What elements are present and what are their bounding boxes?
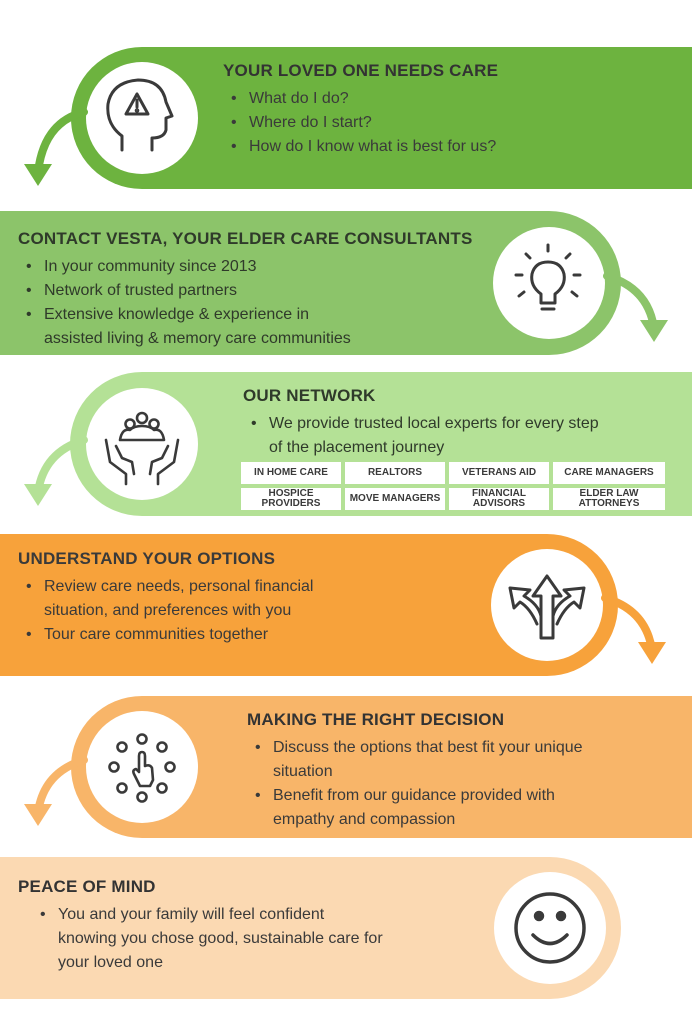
step3-bullets: We provide trusted local experts for eve… (243, 412, 599, 460)
step3-title: OUR NETWORK (243, 386, 376, 405)
head-alert-icon (106, 78, 174, 152)
step4-bullets: Review care needs, personal financial si… (18, 575, 313, 647)
list-item-continuation: of the placement journey (269, 439, 445, 456)
list-item: You and your family will feel confident (18, 903, 383, 927)
three-way-arrows-icon (508, 574, 586, 640)
hands-people-icon (104, 411, 180, 486)
network-cell: IN HOME CARE (241, 462, 341, 484)
step5-title: MAKING THE RIGHT DECISION (247, 710, 505, 729)
list-item-continuation: your loved one (58, 954, 163, 971)
list-item: How do I know what is best for us? (223, 135, 498, 159)
step5-content: MAKING THE RIGHT DECISION Discuss the op… (247, 710, 583, 832)
network-cell: ELDER LAW ATTORNEYS (553, 488, 665, 510)
step1-bullets: What do I do? Where do I start? How do I… (223, 87, 498, 159)
list-item-continuation: knowing you chose good, sustainable care… (58, 930, 383, 947)
step6-banner (0, 857, 621, 999)
step6-bullets: You and your family will feel confident … (18, 903, 383, 975)
list-item-continuation: situation (273, 763, 333, 780)
list-item: Tour care communities together (18, 623, 313, 647)
list-item: Discuss the options that best fit your u… (247, 736, 583, 760)
network-cell: CARE MANAGERS (553, 462, 665, 484)
list-item: What do I do? (223, 87, 498, 111)
step4-content: UNDERSTAND YOUR OPTIONS Review care need… (18, 549, 313, 647)
lightbulb-icon (514, 243, 582, 311)
step3-content: OUR NETWORK We provide trusted local exp… (243, 386, 599, 460)
list-item: Where do I start? (223, 111, 498, 135)
step5-bullets: Discuss the options that best fit your u… (247, 736, 583, 832)
list-item: Network of trusted partners (18, 279, 473, 303)
list-item: Review care needs, personal financial (18, 575, 313, 599)
step2-content: CONTACT VESTA, YOUR ELDER CARE CONSULTAN… (18, 229, 473, 351)
network-cell: REALTORS (345, 462, 445, 484)
smiley-face-icon (514, 892, 586, 964)
step4-title: UNDERSTAND YOUR OPTIONS (18, 549, 276, 568)
step1-content: YOUR LOVED ONE NEEDS CARE What do I do? … (223, 61, 498, 159)
list-item: Benefit from our guidance provided with (247, 784, 583, 808)
network-cell: HOSPICE PROVIDERS (241, 488, 341, 510)
list-item-continuation: situation, and preferences with you (44, 602, 292, 619)
list-item: In your community since 2013 (18, 255, 473, 279)
list-item-continuation: assisted living & memory care communitie… (44, 330, 351, 347)
step2-bullets: In your community since 2013 Network of … (18, 255, 473, 351)
network-grid: IN HOME CARE REALTORS VETERANS AID CARE … (241, 462, 665, 510)
step6-title: PEACE OF MIND (18, 877, 156, 896)
list-item-continuation: empathy and compassion (273, 811, 456, 828)
step1-title: YOUR LOVED ONE NEEDS CARE (223, 61, 499, 80)
list-item: We provide trusted local experts for eve… (243, 412, 599, 436)
network-cell: MOVE MANAGERS (345, 488, 445, 510)
step2-title: CONTACT VESTA, YOUR ELDER CARE CONSULTAN… (18, 229, 473, 248)
list-item: Extensive knowledge & experience in (18, 303, 473, 327)
network-cell: VETERANS AID (449, 462, 549, 484)
step6-content: PEACE OF MIND You and your family will f… (18, 877, 383, 975)
network-cell: FINANCIAL ADVISORS (449, 488, 549, 510)
pointing-hand-choice-icon (108, 733, 176, 803)
